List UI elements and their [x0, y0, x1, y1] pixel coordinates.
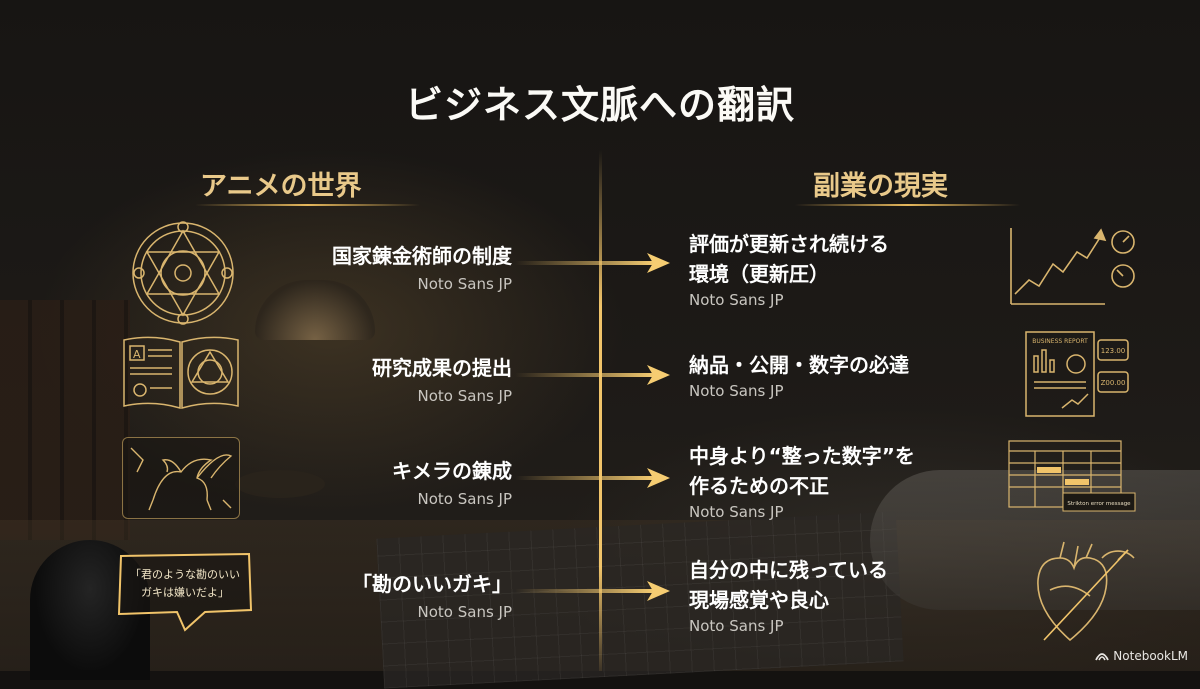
right-item-font-note: Noto Sans JP [689, 617, 784, 635]
report-tag2: Z00.00 [1101, 379, 1126, 387]
left-item-1: 国家錬金術師の制度 Noto Sans JP [332, 240, 512, 293]
left-item-2: 研究成果の提出 Noto Sans JP [372, 352, 512, 405]
right-item-1: 評価が更新され続ける 環境（更新圧） Noto Sans JP [689, 229, 889, 309]
right-item-line2: 現場感覚や良心 [689, 588, 829, 612]
right-item-3: 中身より“整った数字”を 作るための不正 Noto Sans JP [689, 441, 915, 521]
error-message-label: Strikton error message [1067, 501, 1131, 507]
right-item-line1: 評価が更新され続ける [689, 232, 889, 256]
left-column-heading: アニメの世界 [200, 171, 362, 202]
background-books [0, 300, 130, 540]
rising-chart-gauge-icon [1010, 228, 1135, 305]
heart-gauge-icon [1037, 541, 1135, 642]
right-item-line1: 自分の中に残っている [689, 558, 888, 582]
mapping-arrow-1 [515, 253, 670, 273]
right-item-4: 自分の中に残っている 現場感覚や良心 Noto Sans JP [689, 555, 888, 635]
chimera-drawing [130, 447, 233, 511]
left-item-3: キメラの錬成 Noto Sans JP [392, 455, 512, 508]
right-item-line2: 作るための不正 [689, 474, 829, 498]
book-letter: A [133, 348, 141, 361]
mapping-arrow-3 [515, 468, 670, 488]
chimera-icon [122, 437, 240, 519]
left-item-font-note: Noto Sans JP [417, 490, 513, 508]
transmutation-circle-icon [132, 221, 234, 325]
right-item-font-note: Noto Sans JP [689, 382, 784, 400]
left-item-title: 「勘のいいガキ」 [352, 572, 512, 596]
left-item-title: 研究成果の提出 [372, 356, 512, 380]
right-heading-underline [795, 204, 1020, 206]
background-lamp-base [235, 470, 325, 498]
bubble-text-line1: 「君のような勘のいい [130, 568, 240, 581]
report-tag1: 123.00 [1101, 347, 1126, 355]
right-item-font-note: Noto Sans JP [689, 503, 784, 521]
background-lamp [255, 280, 375, 340]
left-item-font-note: Noto Sans JP [417, 603, 513, 621]
right-item-line2: 環境（更新圧） [689, 262, 829, 286]
research-book-icon: A [123, 336, 239, 409]
logo-text: NotebookLM [1113, 649, 1188, 663]
left-item-title: 国家錬金術師の制度 [332, 244, 512, 268]
business-report-icon: BUSINESS REPORT 123.00 Z00.00 [1025, 331, 1129, 417]
report-title: BUSINESS REPORT [1032, 338, 1088, 345]
right-item-font-note: Noto Sans JP [689, 291, 784, 309]
mapping-arrow-4 [515, 581, 670, 601]
right-item-line1: 中身より“整った数字”を [689, 444, 915, 468]
right-item-line1: 納品・公開・数字の必達 [689, 353, 909, 377]
speech-bubble-icon: 「君のような勘のいい ガキは嫌いだよ」 [117, 552, 253, 632]
right-item-2: 納品・公開・数字の必達 Noto Sans JP [689, 350, 909, 400]
bubble-text-line2: ガキは嫌いだよ」 [141, 585, 229, 599]
notebooklm-logo-icon [1095, 653, 1110, 661]
notebooklm-logo: NotebookLM [1095, 649, 1188, 663]
mapping-arrow-2 [515, 365, 670, 385]
right-column-heading: 副業の現実 [813, 171, 948, 202]
center-divider [599, 150, 602, 671]
left-item-4: 「勘のいいガキ」 Noto Sans JP [352, 568, 512, 621]
slide-title: ビジネス文脈への翻訳 [404, 83, 795, 127]
error-spreadsheet-icon: Strikton error message [1008, 440, 1136, 512]
left-item-title: キメラの錬成 [392, 459, 512, 483]
left-item-font-note: Noto Sans JP [417, 387, 513, 405]
left-heading-underline [195, 204, 420, 206]
left-item-font-note: Noto Sans JP [417, 275, 513, 293]
